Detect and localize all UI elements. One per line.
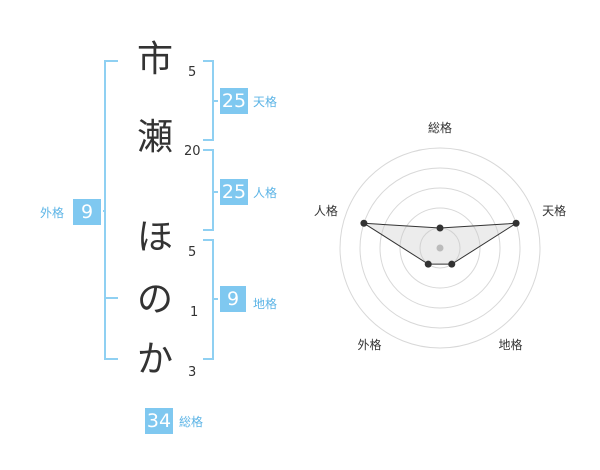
name-char-2: 瀬 <box>136 117 173 158</box>
radar-ring-4 <box>359 167 521 329</box>
radar-axis-label-3: 地格 <box>499 337 523 352</box>
jinkaku-label: 人格 <box>253 186 278 200</box>
radar-axis-label-5: 人格 <box>314 203 338 218</box>
stroke-count-5: 3 <box>188 365 197 380</box>
radar-ring-3 <box>379 187 501 309</box>
chikaku-label: 地格 <box>253 297 278 311</box>
chikaku-badge: 9 <box>220 286 246 312</box>
radar-point-1 <box>436 224 444 232</box>
radar-axis-label-4: 外格 <box>357 337 381 352</box>
gaikaku-badge: 9 <box>73 199 101 225</box>
jinkaku-badge: 25 <box>220 179 248 205</box>
name-char-1: 市 <box>136 39 173 80</box>
soukaku-label: 総格 <box>179 415 204 429</box>
jinkaku-bracket <box>203 149 214 231</box>
radar-point-3 <box>448 260 456 268</box>
radar-point-2 <box>512 219 520 227</box>
radar-center-dot <box>436 244 444 252</box>
radar-point-4 <box>424 260 432 268</box>
name-char-3: ほ <box>136 217 173 258</box>
radar-data-polygon <box>363 222 517 265</box>
radar-axis-label-1: 総格 <box>428 120 452 135</box>
tenkaku-label: 天格 <box>253 95 278 109</box>
tenkaku-badge: 25 <box>220 88 248 114</box>
stroke-count-2: 20 <box>184 144 201 159</box>
stroke-count-3: 5 <box>188 245 197 260</box>
radar-ring-2 <box>399 207 481 289</box>
radar-ring-5 <box>339 147 541 349</box>
stroke-count-4: 1 <box>190 305 199 320</box>
soukaku-badge: 34 <box>145 408 173 434</box>
radar-point-5 <box>360 219 368 227</box>
stroke-count-1: 5 <box>188 65 197 80</box>
name-char-5: か <box>136 339 173 380</box>
radar-axis-label-2: 天格 <box>542 203 566 218</box>
gaikaku-label: 外格 <box>40 206 65 220</box>
name-char-4: の <box>136 279 173 320</box>
